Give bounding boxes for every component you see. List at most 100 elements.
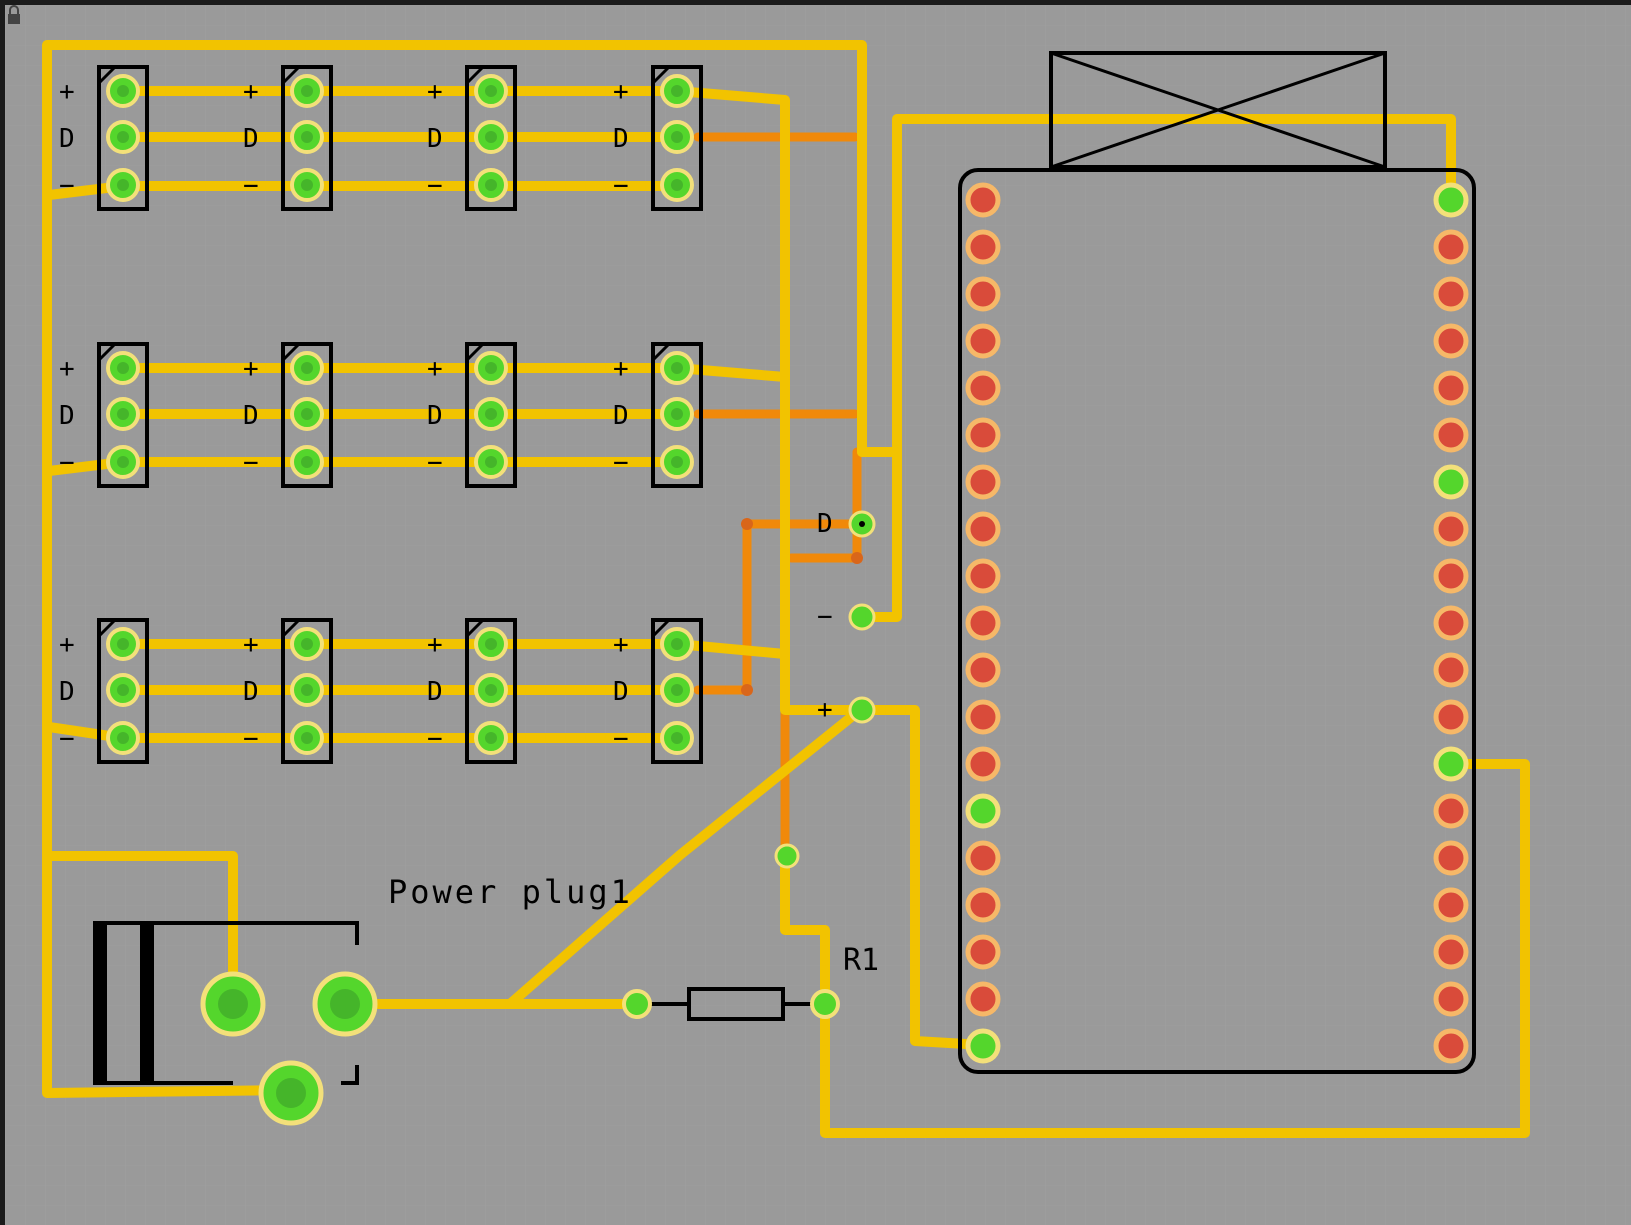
- led-strip-connector[interactable]: [97, 342, 149, 488]
- mcu-pin[interactable]: [1433, 887, 1469, 923]
- mcu-pin[interactable]: [1433, 323, 1469, 359]
- led-strip-connector[interactable]: [651, 65, 703, 211]
- wire-pads: D − +: [774, 509, 876, 869]
- led-strip-connector[interactable]: [97, 618, 149, 764]
- strip-pin-label: −: [427, 448, 443, 478]
- led-strip-connector[interactable]: [281, 618, 333, 764]
- led-strip-connector[interactable]: [465, 342, 517, 488]
- mcu-pin[interactable]: [1433, 511, 1469, 547]
- mcu-pin[interactable]: [965, 464, 1001, 500]
- mcu-pin[interactable]: [1433, 182, 1469, 218]
- mcu-pin[interactable]: [965, 417, 1001, 453]
- data-wire-pad[interactable]: [848, 510, 876, 538]
- pcb-canvas[interactable]: +D−+D−+D−+D−+D−+D−+D−+D−+D−+D−+D−+D− D −…: [5, 5, 1631, 1225]
- power-plug-label: Power plug1: [388, 873, 633, 911]
- mcu-pin[interactable]: [1433, 229, 1469, 265]
- power-plug-pad-1[interactable]: [200, 971, 266, 1037]
- led-strip-connector[interactable]: [281, 65, 333, 211]
- mcu-pin[interactable]: [1433, 981, 1469, 1017]
- mcu-pin[interactable]: [965, 276, 1001, 312]
- led-strip-connector[interactable]: [651, 618, 703, 764]
- mcu-pin[interactable]: [1433, 464, 1469, 500]
- mcu-pin[interactable]: [1433, 793, 1469, 829]
- strip-pin-label: D: [59, 401, 75, 431]
- mcu-pin[interactable]: [965, 887, 1001, 923]
- strip-pin-label: −: [613, 171, 629, 201]
- led-strip-connector[interactable]: [281, 342, 333, 488]
- strip-pin-label: −: [613, 724, 629, 754]
- strip-pin-label: +: [613, 630, 629, 660]
- power-plug-footprint: Power plug1: [93, 873, 633, 1126]
- strip-pin-label: +: [59, 354, 75, 384]
- data-pad-label: D: [817, 509, 833, 539]
- mcu-pin[interactable]: [1433, 370, 1469, 406]
- strip-pin-label: D: [243, 124, 259, 154]
- strip-pin-label: +: [427, 630, 443, 660]
- mcu-pin[interactable]: [965, 182, 1001, 218]
- strip-pin-label: +: [427, 354, 443, 384]
- mcu-pin[interactable]: [965, 746, 1001, 782]
- bottom-layer-vias: [741, 518, 863, 696]
- resistor-footprint: R1: [622, 943, 879, 1021]
- mcu-pin[interactable]: [965, 229, 1001, 265]
- mcu-pin[interactable]: [1433, 652, 1469, 688]
- led-strip-connector[interactable]: [465, 65, 517, 211]
- mcu-pin[interactable]: [1433, 276, 1469, 312]
- mcu-pin[interactable]: [965, 370, 1001, 406]
- mcu-pin[interactable]: [1433, 605, 1469, 641]
- strip-pin-label: +: [427, 77, 443, 107]
- strip-pin-label: D: [613, 677, 629, 707]
- mcu-pin[interactable]: [1433, 699, 1469, 735]
- led-strip-connector[interactable]: [97, 65, 149, 211]
- strip-pin-label: D: [59, 677, 75, 707]
- led-strip-connector[interactable]: [465, 618, 517, 764]
- mcu-pin[interactable]: [965, 511, 1001, 547]
- mcu-pin[interactable]: [965, 558, 1001, 594]
- strip-pin-label: −: [59, 448, 75, 478]
- mcu-pin[interactable]: [965, 605, 1001, 641]
- strip-pin-label: +: [243, 77, 259, 107]
- minus-pad-label: −: [817, 602, 833, 632]
- strip-pin-label: +: [59, 77, 75, 107]
- mcu-pin[interactable]: [1433, 746, 1469, 782]
- minus-wire-pad[interactable]: [848, 603, 876, 631]
- strip-pin-label: +: [243, 354, 259, 384]
- strip-pin-label: D: [243, 677, 259, 707]
- board-grid: [5, 5, 1631, 1225]
- mcu-pin[interactable]: [965, 840, 1001, 876]
- strip-pin-label: −: [243, 724, 259, 754]
- strip-pin-label: −: [243, 171, 259, 201]
- resistor-label: R1: [843, 943, 879, 978]
- bottom-layer-traces: [693, 132, 862, 860]
- lock-icon[interactable]: [8, 5, 20, 24]
- strip-pin-label: +: [59, 630, 75, 660]
- plus-wire-pad[interactable]: [848, 696, 876, 724]
- microcontroller-footprint: [958, 51, 1476, 1074]
- resistor-pad-1[interactable]: [622, 989, 652, 1019]
- power-plug-pad-2[interactable]: [312, 971, 378, 1037]
- mcu-pin[interactable]: [1433, 1028, 1469, 1064]
- plus-pad-label: +: [817, 695, 833, 725]
- mcu-pin[interactable]: [965, 652, 1001, 688]
- mcu-pin[interactable]: [965, 699, 1001, 735]
- led-strip-connector[interactable]: [651, 342, 703, 488]
- strip-pin-label: D: [427, 124, 443, 154]
- resistor-via[interactable]: [774, 843, 800, 869]
- mcu-pin[interactable]: [1433, 840, 1469, 876]
- mcu-pin[interactable]: [965, 981, 1001, 1017]
- mcu-pin[interactable]: [1433, 417, 1469, 453]
- strip-pin-label: D: [613, 124, 629, 154]
- strip-pin-label: −: [427, 724, 443, 754]
- mcu-pin[interactable]: [965, 323, 1001, 359]
- strip-pin-label: −: [243, 448, 259, 478]
- mcu-pin[interactable]: [965, 793, 1001, 829]
- mcu-pin[interactable]: [965, 934, 1001, 970]
- power-plug-pad-3[interactable]: [258, 1060, 324, 1126]
- strip-pin-label: −: [59, 724, 75, 754]
- mcu-pin[interactable]: [1433, 934, 1469, 970]
- resistor-pad-2[interactable]: [810, 989, 840, 1019]
- mcu-pin[interactable]: [1433, 558, 1469, 594]
- mcu-pin[interactable]: [965, 1028, 1001, 1064]
- strip-pin-label: D: [243, 401, 259, 431]
